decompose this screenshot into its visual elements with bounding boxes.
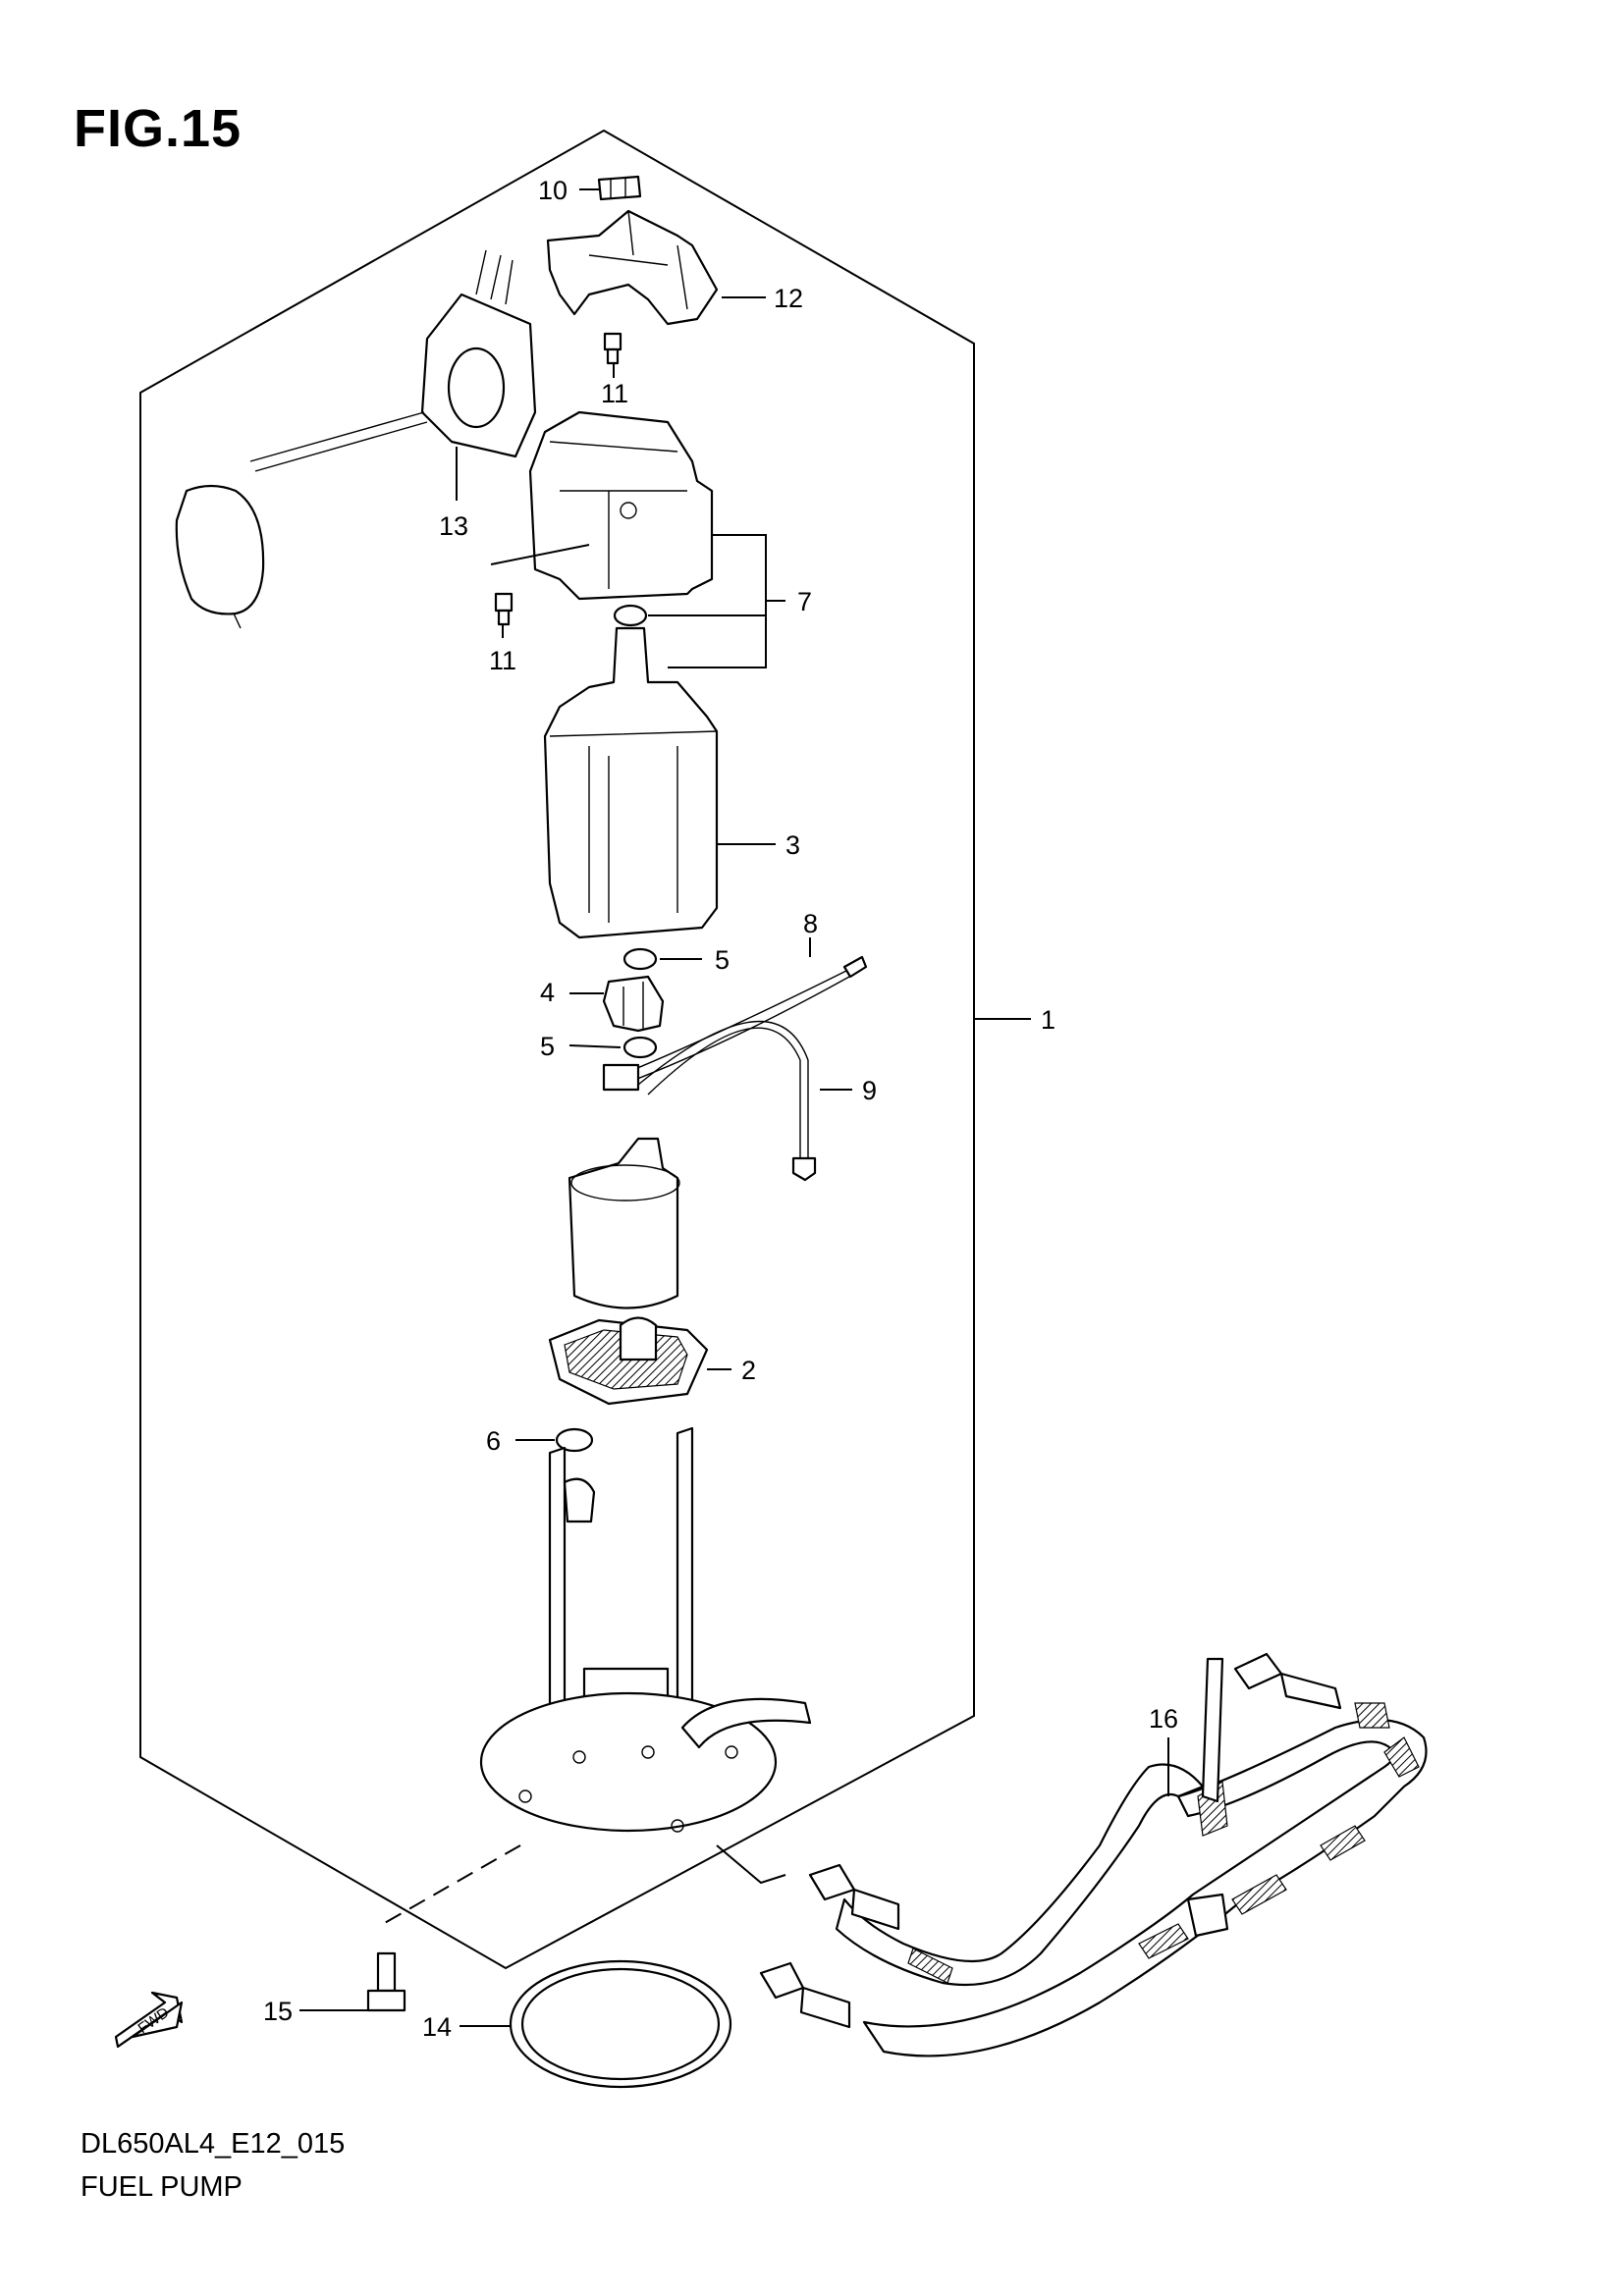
callouts: 1 2 3 4 5 5 6 7 8 9 10 11 11 12 13 14 15… bbox=[263, 176, 1178, 2042]
callout-2: 2 bbox=[741, 1356, 756, 1385]
callout-9: 9 bbox=[862, 1076, 877, 1105]
part-3-filter-housing bbox=[543, 626, 719, 939]
leader-lines bbox=[299, 188, 1169, 2027]
hose-connector-upper-right bbox=[1233, 1652, 1342, 1710]
part-4-regulator bbox=[602, 975, 665, 1033]
figure-code: DL650AL4_E12_015 bbox=[81, 2128, 346, 2160]
callout-10: 10 bbox=[538, 176, 568, 205]
callout-11-upper: 11 bbox=[601, 379, 628, 408]
callout-13: 13 bbox=[439, 511, 468, 541]
callout-16: 16 bbox=[1149, 1704, 1178, 1734]
fwd-arrow-icon: FWD bbox=[114, 1991, 184, 2049]
part-9-wire bbox=[637, 1020, 817, 1182]
callout-15: 15 bbox=[263, 1997, 293, 2026]
callout-5-lower: 5 bbox=[540, 1032, 555, 1061]
part-7-o-ring bbox=[613, 604, 648, 627]
part-14-gasket bbox=[509, 1959, 732, 2089]
part-5-o-ring-lower bbox=[622, 1036, 658, 1059]
part-13-level-sender bbox=[175, 249, 537, 629]
part-16-fuel-hose bbox=[835, 1657, 1428, 2057]
part-6-o-ring bbox=[555, 1427, 594, 1453]
callout-4: 4 bbox=[540, 978, 555, 1007]
callout-5-upper: 5 bbox=[715, 945, 730, 975]
hose-connector-middle bbox=[808, 1863, 900, 1931]
part-11-screw-upper bbox=[603, 332, 622, 365]
callout-1: 1 bbox=[1041, 1005, 1055, 1035]
callout-14: 14 bbox=[422, 2012, 452, 2042]
part-12-bracket bbox=[546, 209, 719, 326]
wire-connector bbox=[602, 1063, 640, 1092]
part-11-screw-lower bbox=[494, 592, 514, 626]
mounting-plate bbox=[479, 1691, 812, 1833]
callout-11-lower: 11 bbox=[489, 646, 516, 675]
fuel-pump-motor bbox=[568, 1137, 680, 1309]
part-2-strainer bbox=[548, 1316, 709, 1406]
part-7-cover bbox=[528, 410, 714, 601]
callout-12: 12 bbox=[774, 284, 803, 313]
assembly-outline bbox=[139, 129, 975, 1970]
callout-8: 8 bbox=[803, 909, 818, 938]
part-10-clip bbox=[597, 175, 642, 201]
part-15-bolt bbox=[366, 1951, 406, 2012]
hose-connector-lower bbox=[759, 1961, 851, 2029]
part-5-o-ring-upper bbox=[622, 947, 658, 971]
callout-7: 7 bbox=[797, 587, 812, 616]
figure-title: FIG.15 bbox=[74, 99, 243, 158]
callout-3: 3 bbox=[785, 830, 800, 860]
figure-name: FUEL PUMP bbox=[81, 2171, 243, 2203]
callout-6: 6 bbox=[486, 1426, 501, 1456]
